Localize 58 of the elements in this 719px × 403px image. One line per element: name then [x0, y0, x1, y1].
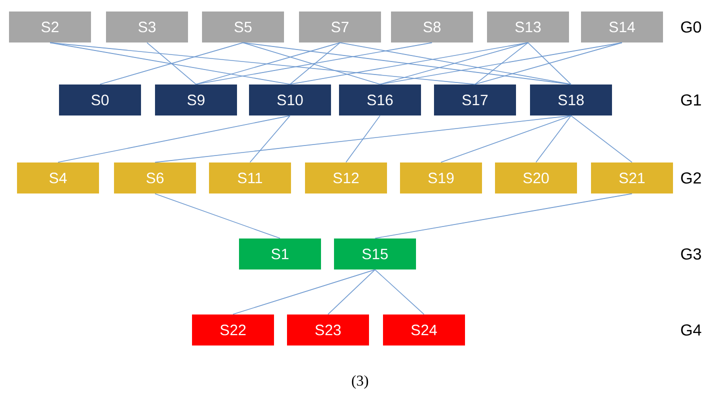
connector-line [290, 42, 340, 85]
state-box: S11 [209, 162, 291, 194]
connector-line [58, 115, 290, 163]
state-box: S16 [339, 84, 421, 116]
state-box: S13 [487, 12, 569, 42]
connector-line [380, 42, 528, 85]
connector-line [340, 42, 572, 85]
state-box: S2 [9, 12, 91, 42]
state-box: S20 [495, 162, 577, 194]
state-box: S8 [391, 12, 473, 42]
connector-line [474, 42, 622, 85]
state-box: S4 [17, 162, 99, 194]
state-box: S0 [59, 84, 141, 116]
state-box: S23 [287, 314, 369, 346]
state-box: S19 [400, 162, 482, 194]
state-box: S9 [155, 84, 237, 116]
group-label: G1 [681, 94, 701, 106]
connector-line [154, 193, 280, 239]
group-label: G3 [681, 248, 701, 260]
state-box: S17 [434, 84, 516, 116]
connector-line [328, 269, 376, 315]
connector-line [196, 42, 340, 85]
state-box: S1 [239, 238, 321, 270]
connector-line [50, 42, 290, 85]
connector-line [346, 115, 380, 163]
state-box: S6 [114, 162, 196, 194]
connector-line [570, 115, 632, 163]
connector-line [250, 115, 290, 163]
state-box: S7 [299, 12, 381, 42]
connector-line [474, 42, 528, 85]
connector-line [146, 42, 196, 85]
connector-line [374, 193, 632, 239]
connector-line [536, 115, 572, 163]
connector-line [50, 42, 476, 85]
state-box: S5 [202, 12, 284, 42]
state-box: S24 [383, 314, 465, 346]
state-box: S22 [192, 314, 274, 346]
state-box: S3 [106, 12, 188, 42]
state-box: S21 [591, 162, 673, 194]
connector-line [100, 42, 244, 85]
state-box: S12 [305, 162, 387, 194]
connector-line [374, 269, 424, 315]
connector-line [232, 269, 376, 315]
connector-line [196, 42, 432, 85]
connector-line [242, 42, 572, 85]
group-label: G0 [681, 21, 702, 33]
connector-line [154, 115, 572, 163]
connector-line [528, 42, 572, 85]
caption: (3) [352, 375, 368, 389]
state-box: S18 [530, 84, 612, 116]
state-box: S14 [581, 12, 663, 42]
connector-line [440, 115, 572, 163]
connector-line [380, 42, 622, 85]
group-label: G4 [681, 324, 702, 336]
state-box: S15 [334, 238, 416, 270]
state-box: S10 [249, 84, 331, 116]
connector-line [242, 42, 380, 85]
connector-line [290, 42, 528, 85]
